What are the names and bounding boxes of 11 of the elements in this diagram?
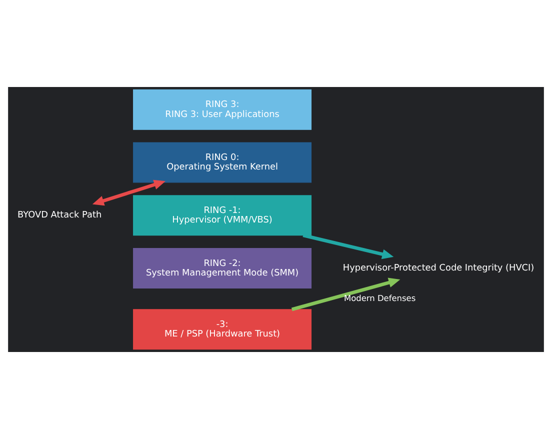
arrow: [92, 179, 166, 206]
node-box: RING -2: System Management Mode (SMM): [133, 248, 312, 288]
node-box: RING 0: Operating System Kernel: [133, 142, 312, 182]
arrow: [291, 277, 400, 311]
node-text: Hypervisor-Protected Code Integrity (HVCI): [342, 263, 534, 274]
edge-label: Modern Defenses: [344, 292, 416, 302]
node-box: RING 3: RING 3: User Applications: [133, 88, 312, 130]
arrow: [302, 233, 394, 259]
node-box: -3: ME / PSP (Hardware Trust): [133, 308, 312, 350]
node-text: BYOVD Attack Path: [18, 210, 102, 220]
node-box: RING -1: Hypervisor (VMM/VBS): [133, 194, 312, 236]
